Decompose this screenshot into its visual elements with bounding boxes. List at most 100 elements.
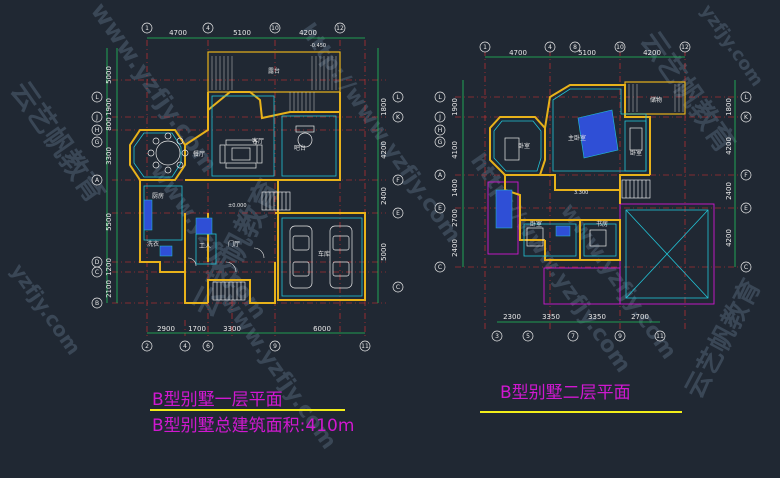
f1-room-foyer: 门厅: [228, 240, 240, 248]
f1-room-bar: 吧台: [294, 144, 306, 152]
f2-room-bedroom-a: 卧室: [518, 142, 530, 150]
f1-garage-cars: [289, 225, 353, 289]
f1-room-kitchen: 厨房: [152, 192, 164, 200]
f2-axis-right-3: F: [744, 172, 748, 179]
f2-level-mark: 3.300: [574, 190, 588, 196]
f2-axis-bottom-1: 3: [495, 333, 499, 340]
floor2-dimension-lines: [462, 56, 736, 323]
f2-room-master: 主卧室: [568, 134, 586, 142]
f2-axis-top-3: 8: [573, 44, 577, 51]
f1-dim-bottom-4: 6000: [313, 325, 331, 333]
f2-axis-right-1: L: [744, 94, 748, 101]
floor1-plan: 1 4 10 12 4700 5100 4200 2 4 6 9 11 2900…: [91, 22, 404, 352]
f2-axis-left-4: G: [438, 139, 443, 146]
f1-axis-bottom-1: 2: [145, 343, 149, 350]
f2-dim-bottom-3: 3350: [588, 313, 606, 321]
f2-axis-top-1: 1: [483, 44, 487, 51]
f2-axis-left-3: H: [438, 127, 443, 134]
f2-master-bed: [577, 109, 619, 159]
f2-dim-left-3: 1400: [451, 179, 459, 197]
f1-axis-top-2: 4: [206, 25, 210, 32]
f1-dim-right-4: 5000: [380, 243, 388, 261]
f2-stairs: [621, 179, 651, 199]
f1-room-servant: 工人: [199, 243, 211, 250]
f1-room-terrace: 露台: [268, 67, 280, 75]
f1-fixtures: [143, 199, 213, 257]
watermark-short-2: yzfjy.com: [6, 259, 86, 359]
f1-dim-top-1: 4700: [169, 29, 187, 37]
f2-axis-bottom-4: 9: [618, 333, 622, 340]
f1-axis-top-3: 10: [271, 25, 279, 32]
f1-axis-left-8: B: [95, 300, 99, 307]
floor1-area-caption: B型别墅总建筑面积:410m: [152, 416, 354, 436]
f1-dim-left-5: 5500: [105, 213, 113, 231]
f2-axis-right-5: C: [744, 264, 748, 271]
f1-room-laundry: 洗衣: [147, 240, 159, 248]
f1-axis-right-1: L: [396, 94, 400, 101]
f1-axis-right-3: F: [396, 177, 400, 184]
f2-dim-top-2: 5100: [578, 49, 596, 57]
f2-dim-left-2: 4100: [451, 141, 459, 159]
f1-room-dining: 餐厅: [193, 150, 205, 158]
f1-living-furniture: [219, 125, 315, 169]
f2-dim-right-2: 4200: [725, 137, 733, 155]
f2-dim-bottom-4: 2700: [631, 313, 649, 321]
floor1-dimension-lines: [106, 37, 379, 334]
f1-axis-bottom-5: 11: [361, 343, 369, 350]
f1-dim-left-6: 1200: [105, 258, 113, 276]
f2-dim-left-1: 1900: [451, 98, 459, 116]
f1-dim-bottom-2: 1700: [188, 325, 206, 333]
watermark-short-1: yzfjy.com: [696, 1, 768, 91]
f1-axis-bottom-3: 6: [206, 343, 210, 350]
f2-axis-right-4: E: [744, 205, 748, 212]
f1-dim-right-2: 4200: [380, 141, 388, 159]
f1-level-mark: ±0.000: [228, 203, 247, 209]
f1-dim-right-1: 1800: [380, 98, 388, 116]
f1-axis-left-3: H: [95, 127, 100, 134]
f2-axis-left-2: J: [438, 114, 441, 121]
floor2-plan: 1 4 8 10 12 4700 5100 4200 3 5 7 9 11 23…: [434, 41, 752, 342]
f1-axis-left-7: C: [95, 269, 99, 276]
floor2-caption: B型别墅二层平面: [500, 383, 631, 403]
floor1-caption: B型别墅一层平面: [152, 390, 283, 410]
f1-dim-bottom-3: 3300: [223, 325, 241, 333]
f1-axis-left-1: L: [95, 94, 99, 101]
f1-dining-table: [147, 132, 189, 174]
f1-walls: [129, 91, 366, 304]
f2-axis-left-7: C: [438, 264, 442, 271]
f2-dim-left-5: 2400: [451, 239, 459, 257]
f1-dim-top-2: 5100: [233, 29, 251, 37]
f2-beds: [504, 127, 643, 247]
f2-axis-top-2: 4: [548, 44, 552, 51]
f2-dim-left-4: 2700: [451, 209, 459, 227]
f1-dim-left-3: 800: [105, 117, 113, 130]
f2-axis-top-5: 12: [681, 44, 689, 51]
f1-dim-left-7: 2100: [105, 280, 113, 298]
f1-top-mark: -0.450: [310, 43, 326, 49]
f1-doors: [187, 247, 265, 273]
f1-axis-top-4: 12: [336, 25, 344, 32]
f2-axis-bottom-2: 5: [526, 333, 530, 340]
f1-axis-left-4: G: [95, 139, 100, 146]
floor2-axis-grid: [455, 50, 742, 330]
f2-axis-bottom-3: 7: [571, 333, 575, 340]
f1-axis-left-5: A: [95, 177, 100, 184]
f1-dim-left-1: 5000: [105, 66, 113, 84]
f2-axis-right-2: K: [744, 114, 749, 121]
floor1-axis-bubbles-top: [141, 22, 346, 34]
f2-dim-bottom-2: 3350: [542, 313, 560, 321]
f1-axis-left-2: J: [95, 114, 98, 121]
f1-room-living: 客厅: [252, 137, 264, 145]
f1-axis-right-4: E: [396, 210, 400, 217]
f1-axis-top-1: 1: [145, 25, 149, 32]
f1-axis-bottom-2: 4: [183, 343, 187, 350]
f2-room-bedroom-b: 卧室: [630, 149, 642, 157]
f2-axis-top-4: 10: [616, 44, 624, 51]
f1-dim-left-4: 3300: [105, 147, 113, 165]
f2-room-bedroom-c: 卧室: [530, 220, 542, 228]
f2-dim-right-1: 1800: [725, 98, 733, 116]
f2-axis-left-1: L: [438, 94, 442, 101]
f1-axis-left-6: D: [95, 259, 100, 266]
f2-room-outlines: [493, 88, 647, 257]
